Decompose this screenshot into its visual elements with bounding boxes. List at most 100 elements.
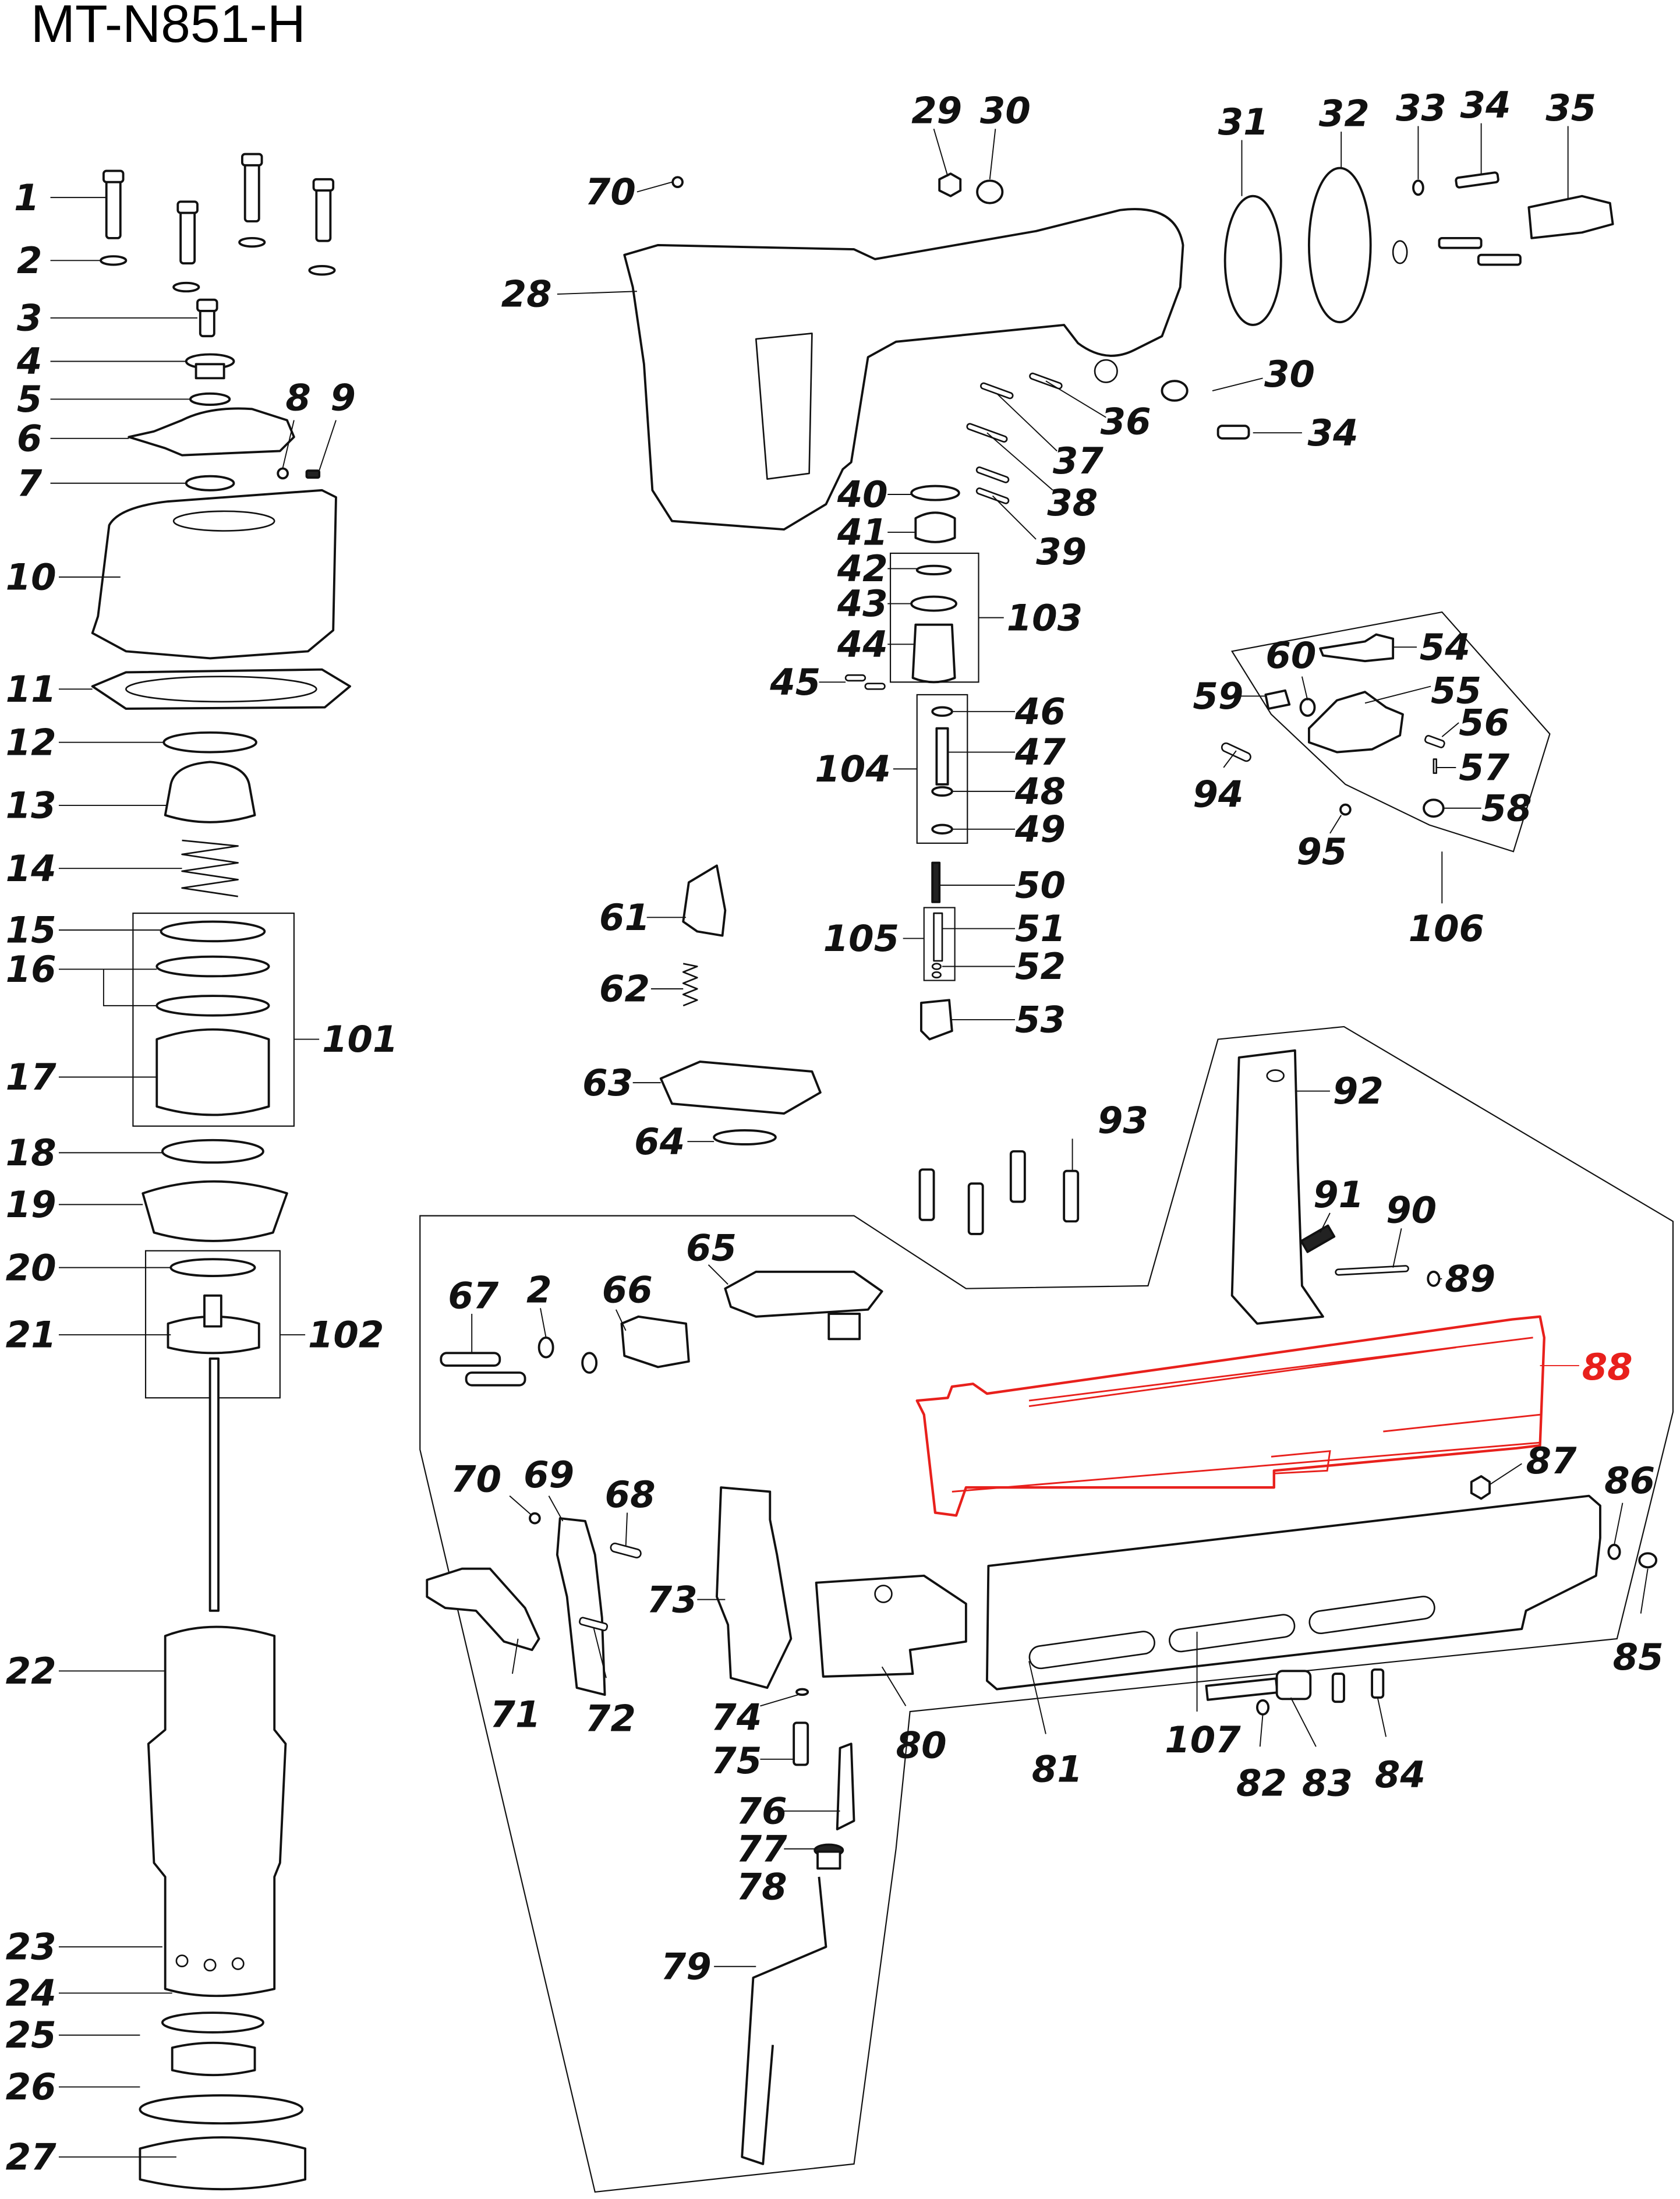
part-94-pin[interactable] [1221, 742, 1252, 762]
part-1-screws[interactable] [102, 153, 335, 265]
part-28-housing[interactable] [623, 208, 1184, 531]
part-5-oring[interactable] [189, 392, 231, 406]
part-53-valve-nut[interactable] [920, 999, 953, 1041]
part-12-oring[interactable] [162, 731, 257, 754]
callout-4: 4 [16, 340, 42, 383]
part-7-ring[interactable] [185, 475, 235, 492]
part-82-nut[interactable] [1256, 1699, 1270, 1716]
part-107-group [419, 1026, 1674, 2193]
callout-53: 53 [1015, 999, 1066, 1041]
part-93-screws[interactable] [918, 1150, 1080, 1235]
part-83-roller[interactable] [1205, 1670, 1312, 1701]
part-19-bumper[interactable] [142, 1180, 288, 1242]
part-76-77-plate[interactable] [836, 1742, 855, 1830]
callout-labels: 1 2 3 4 5 6 7 8 9 10 11 12 13 14 15 16 1… [6, 84, 1664, 2178]
part-70-nut-lower[interactable] [529, 1512, 541, 1525]
part-79-wire-latch[interactable] [741, 1876, 827, 2165]
part-34-bolts[interactable] [1216, 171, 1522, 440]
callout-36: 36 [1101, 401, 1151, 443]
part-41-valve-cap[interactable] [914, 511, 956, 543]
part-45-pins[interactable] [844, 674, 886, 690]
part-26-seal[interactable] [139, 2136, 307, 2191]
part-33-washer[interactable] [1412, 179, 1424, 196]
part-59-bushing[interactable] [1264, 689, 1291, 710]
part-2-washers[interactable] [100, 236, 336, 293]
part-24-ring[interactable] [171, 2041, 256, 2077]
part-63-gasket[interactable] [659, 1060, 822, 1115]
part-64-washer[interactable] [713, 1129, 777, 1146]
part-70-nut-top[interactable] [671, 176, 684, 189]
callout-43: 43 [837, 582, 888, 625]
part-91-spring[interactable] [1300, 1224, 1336, 1253]
part-6-cap[interactable] [128, 407, 295, 457]
part-2-washers-lower[interactable] [537, 1336, 598, 1374]
callout-70-lower: 70 [451, 1458, 501, 1500]
part-25-oring[interactable] [139, 2094, 304, 2125]
pins-36-39[interactable] [966, 372, 1063, 504]
callout-14: 14 [6, 847, 56, 890]
part-4-bushing[interactable] [185, 353, 235, 380]
part-66-block[interactable] [620, 1315, 690, 1369]
part-40-oring[interactable] [910, 485, 960, 501]
part-3-screw[interactable] [196, 298, 218, 338]
part-14-spring[interactable] [181, 839, 239, 897]
part-55-trigger[interactable] [1307, 691, 1404, 754]
callout-68: 68 [605, 1473, 656, 1516]
part-29-nut[interactable] [938, 172, 962, 197]
part-65-cover[interactable] [724, 1270, 883, 1341]
part-30-washer[interactable] [976, 179, 1004, 204]
part-57-pin[interactable] [1433, 758, 1437, 774]
part-84-screws[interactable] [1331, 1668, 1385, 1703]
part-30-washer-lower[interactable] [1161, 380, 1189, 402]
callout-29: 29 [911, 90, 962, 132]
part-81-magazine-rail[interactable] [986, 1494, 1601, 1691]
part-58-knob[interactable] [1423, 798, 1445, 818]
part-69-pawl[interactable] [556, 1517, 606, 1696]
part-35-air-fitting[interactable] [1527, 195, 1614, 239]
part-8-ball[interactable] [277, 467, 289, 480]
part-11-gasket[interactable] [91, 668, 351, 710]
part-61-latch[interactable] [682, 864, 727, 937]
callout-11: 11 [6, 668, 56, 710]
part-62-spring[interactable] [682, 963, 698, 1007]
part-13-piston-stop[interactable] [164, 761, 256, 823]
part-60-oring[interactable] [1299, 698, 1316, 717]
part-54-trigger-lever[interactable] [1319, 633, 1395, 663]
part-73-guide[interactable] [716, 1486, 793, 1689]
part-50-spring[interactable] [931, 861, 941, 903]
part-87-nut[interactable] [1470, 1475, 1491, 1500]
part-71-lever[interactable] [426, 1567, 540, 1652]
part-56-pin[interactable] [1424, 735, 1445, 748]
part-86-washer[interactable] [1607, 1543, 1621, 1560]
diagram-title: MT-N851-H [31, 0, 306, 54]
part-72-pin[interactable] [579, 1617, 609, 1631]
callout-20: 20 [6, 1246, 56, 1289]
part-90-rod[interactable] [1335, 1265, 1409, 1276]
part-32-end-cap[interactable] [1307, 167, 1408, 324]
callout-23: 23 [6, 1926, 56, 1968]
callout-25: 25 [6, 2014, 56, 2056]
part-22-driver-and-cylinder[interactable] [147, 1357, 287, 1998]
part-67-screws[interactable] [440, 1352, 526, 1387]
part-89-washer[interactable] [1427, 1270, 1441, 1287]
part-80-bracket[interactable] [815, 1574, 967, 1678]
part-68-pin[interactable] [610, 1542, 642, 1559]
callout-13: 13 [6, 784, 56, 827]
part-75-screw[interactable] [793, 1721, 809, 1766]
part-78-wheel[interactable] [814, 1843, 844, 1870]
callout-57: 57 [1459, 747, 1509, 789]
callout-91: 91 [1313, 1173, 1364, 1216]
part-95-ball[interactable] [1339, 803, 1352, 816]
part-18-seal[interactable] [161, 1139, 264, 1164]
callout-86: 86 [1604, 1459, 1655, 1502]
part-88-magazine-follower[interactable] [915, 1315, 1545, 1517]
part-10-cylinder-cap[interactable] [91, 489, 337, 660]
part-92-bracket[interactable] [1230, 1049, 1324, 1325]
callout-75: 75 [711, 1740, 762, 1782]
part-102-group [144, 1250, 281, 1399]
part-74-washer[interactable] [795, 1688, 809, 1696]
part-31-gasket[interactable] [1223, 195, 1282, 326]
part-23-oring[interactable] [161, 2011, 264, 2034]
part-9-plug[interactable] [305, 469, 321, 479]
part-85-screw[interactable] [1638, 1552, 1658, 1569]
